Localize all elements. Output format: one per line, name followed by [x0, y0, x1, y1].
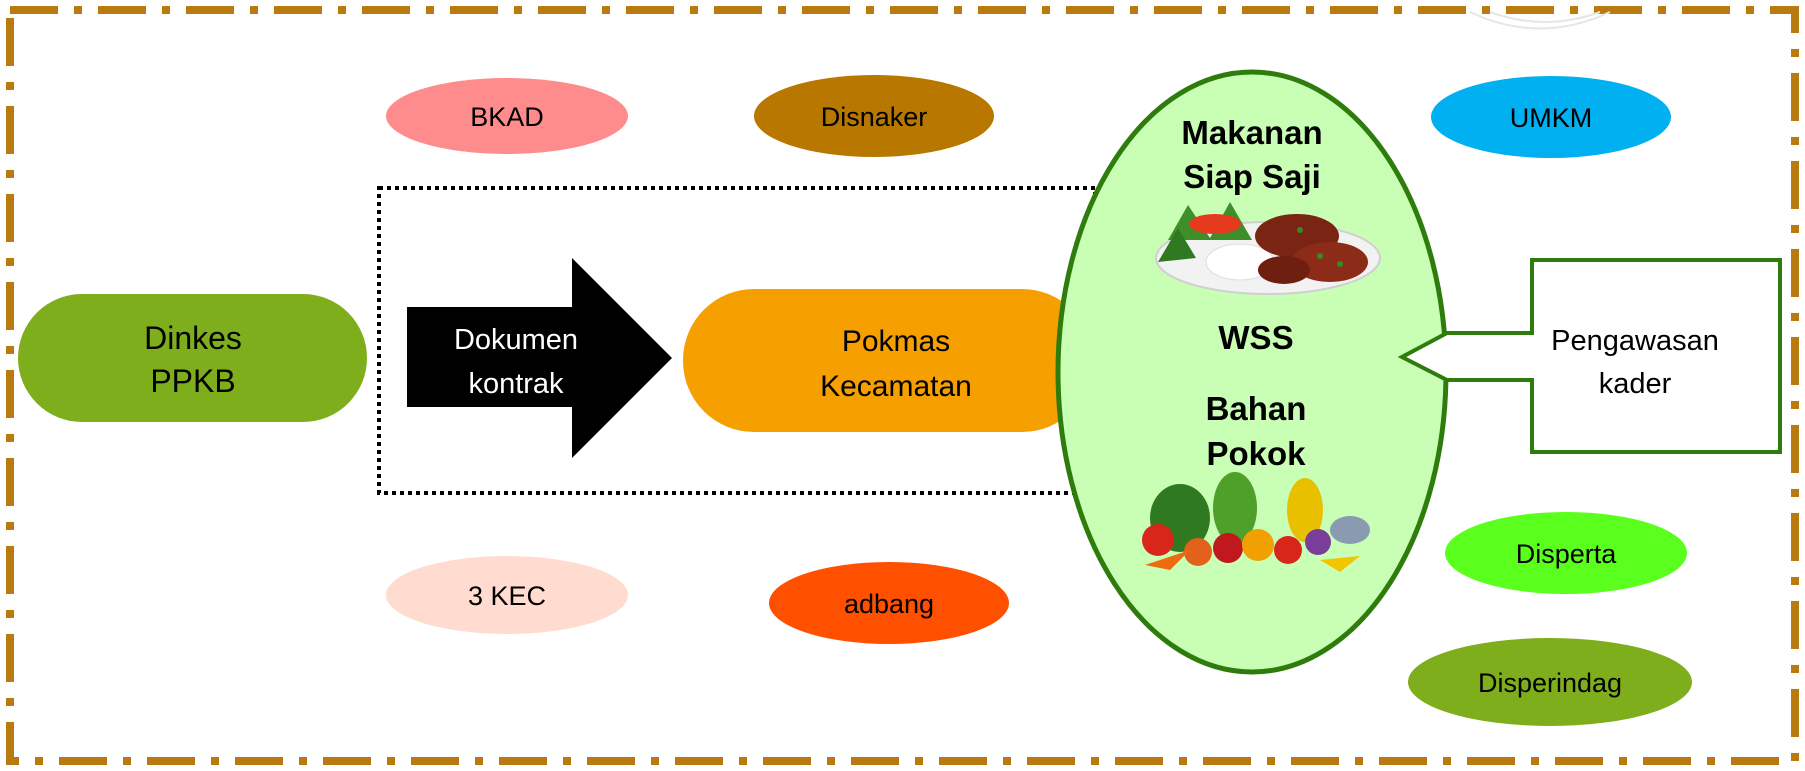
bkad-label: BKAD — [470, 102, 544, 132]
disperta-label: Disperta — [1516, 539, 1618, 569]
pengawasan-kader-callout: Pengawasan kader — [1397, 258, 1782, 454]
callout-label-line2: kader — [1599, 368, 1672, 400]
ready-meal-image — [1155, 202, 1381, 295]
makanan-label: Makanan — [1181, 114, 1322, 151]
dinkes-label-line2: PPKB — [150, 363, 235, 399]
callout-label-line1: Pengawasan — [1551, 325, 1719, 357]
disperta-node: Disperta — [1445, 512, 1687, 594]
pokok-label: Pokok — [1206, 435, 1306, 472]
disnaker-node: Disnaker — [754, 75, 994, 157]
adbang-label: adbang — [844, 589, 934, 619]
dinkes-label-line1: Dinkes — [144, 320, 242, 356]
decoration-arcs — [1469, 11, 1611, 30]
umkm-node: UMKM — [1431, 76, 1671, 158]
pokmas-kecamatan-node: Pokmas Kecamatan — [683, 289, 1093, 432]
wss-label: WSS — [1218, 319, 1293, 356]
arrow-label-line2: kontrak — [468, 368, 564, 400]
dinkes-ppkb-node: Dinkes PPKB — [18, 294, 367, 422]
dokumen-kontrak-arrow: Dokumen kontrak — [407, 258, 672, 458]
umkm-label: UMKM — [1510, 103, 1593, 133]
disperindag-node: Disperindag — [1408, 638, 1692, 726]
pokmas-label-line2: Kecamatan — [820, 370, 972, 403]
dotted-group-box — [377, 186, 1097, 495]
adbang-node: adbang — [769, 562, 1009, 644]
arrow-label-line1: Dokumen — [454, 324, 578, 356]
kec-node: 3 KEC — [386, 556, 628, 634]
kec-label: 3 KEC — [468, 581, 546, 611]
bkad-node: BKAD — [386, 78, 628, 154]
vegetables-image — [1142, 472, 1370, 572]
siap-saji-label: Siap Saji — [1183, 158, 1321, 195]
outer-border — [6, 6, 1799, 765]
wss-ellipse: Makanan Siap Saji WSS Bahan Pokok — [1055, 69, 1449, 675]
disperindag-label: Disperindag — [1478, 668, 1622, 698]
disnaker-label: Disnaker — [821, 102, 928, 132]
bahan-label: Bahan — [1206, 390, 1307, 427]
pokmas-label-line1: Pokmas — [842, 325, 950, 358]
